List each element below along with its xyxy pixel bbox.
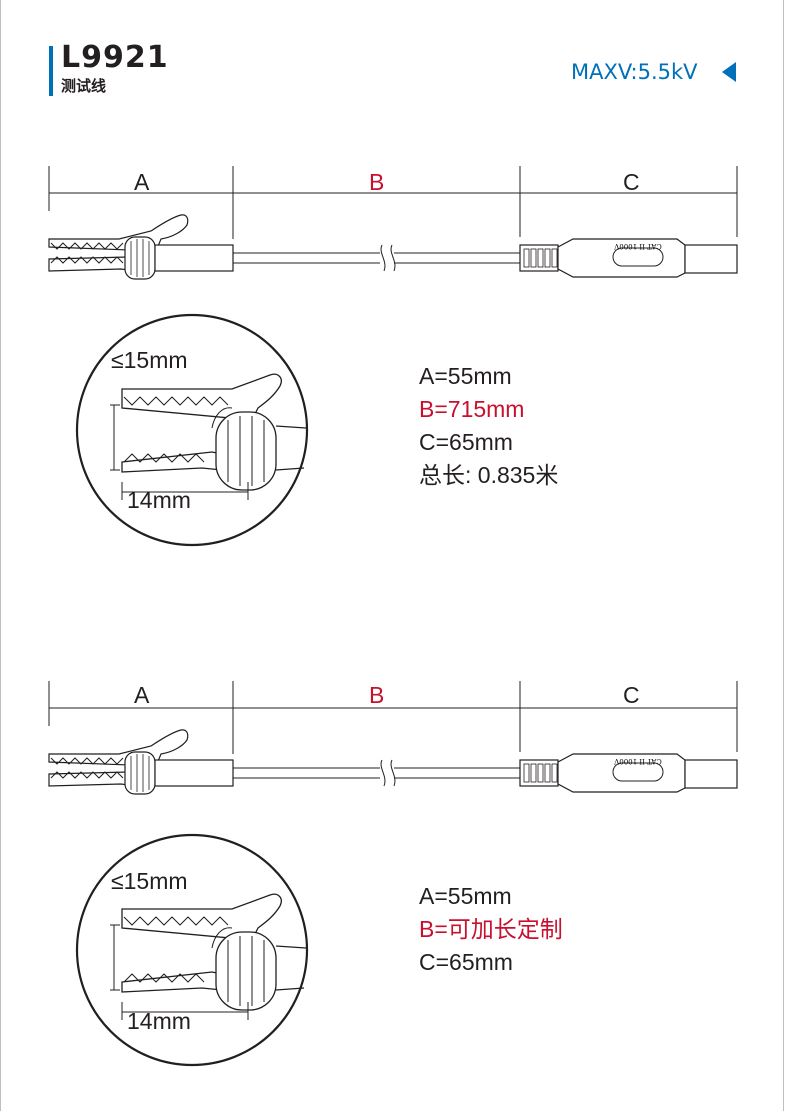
spec-b: B=715mm (419, 396, 525, 422)
segment-label-a: A (134, 682, 150, 708)
jaw-opening-label: ≤15mm (111, 868, 188, 894)
jaw-length-label: 14mm (127, 1008, 191, 1034)
jaw-opening-label: ≤15mm (111, 347, 188, 373)
spec-a: A=55mm (419, 883, 512, 909)
spec-list: A=55mm B=715mm C=65mm 总长: 0.835米 (419, 360, 558, 492)
segment-label-c: C (623, 682, 640, 708)
segment-label-b: B (369, 682, 385, 708)
accent-bar (49, 46, 53, 96)
spec-list: A=55mm B=可加长定制 C=65mm (419, 880, 563, 979)
plug-marking-2: CAT II 1000V (613, 757, 661, 765)
triangle-left-icon (722, 62, 736, 82)
spec-a: A=55mm (419, 363, 512, 389)
jaw-length-label: 14mm (127, 487, 191, 513)
max-voltage: MAXV:5.5kV (571, 60, 698, 84)
product-subtitle: 测试线 (61, 77, 107, 95)
spec-c: C=65mm (419, 949, 513, 975)
plug-marking-1: CAT II 1000V (613, 242, 661, 250)
spec-total: 总长: 0.835米 (419, 462, 559, 488)
spec-c: C=65mm (419, 429, 513, 455)
segment-label-b: B (369, 169, 385, 195)
model-number: L9921 (61, 40, 169, 75)
segment-label-c: C (623, 169, 640, 195)
segment-label-a: A (134, 169, 150, 195)
spec-b: B=可加长定制 (419, 916, 563, 942)
